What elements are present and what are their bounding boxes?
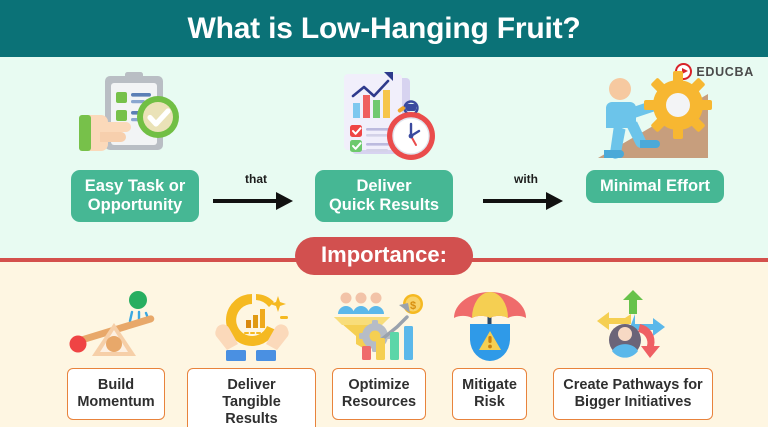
arrow-head-2: [546, 192, 563, 210]
brand-logo: EDUCBA: [675, 63, 754, 80]
clipboard-checklist-hand-icon: [75, 66, 195, 170]
importance-heading: Importance:: [295, 237, 473, 275]
importance-item-4-line2: Risk: [474, 394, 505, 410]
process-step-2-label: Deliver Quick Results: [314, 170, 454, 222]
svg-text:$: $: [410, 300, 416, 312]
person-pushing-gear-uphill-icon: [590, 66, 720, 170]
importance-item-1-line2: Momentum: [77, 394, 155, 410]
process-step-2: Deliver Quick Results: [308, 66, 460, 222]
importance-item-3: $ Optimize Resources: [328, 288, 430, 420]
person-multi-direction-arrows-icon: [585, 288, 681, 362]
importance-item-1-line1: Build: [97, 377, 135, 393]
connector-arrow-2: with: [483, 172, 569, 218]
importance-item-4: Mitigate Risk: [444, 288, 535, 420]
importance-item-4-label: Mitigate Risk: [452, 368, 527, 420]
importance-item-3-line1: Optimize: [348, 377, 410, 393]
importance-item-1-label: Build Momentum: [67, 368, 165, 420]
process-step-3-label: Minimal Effort: [586, 170, 724, 203]
process-step-1: Easy Task or Opportunity: [45, 66, 225, 222]
importance-item-4-line1: Mitigate: [462, 377, 517, 393]
page-title: What is Low-Hanging Fruit?: [187, 11, 581, 45]
process-step-3: Minimal Effort: [575, 66, 735, 203]
importance-item-3-label: Optimize Resources: [331, 368, 427, 420]
process-step-2-line1: Deliver: [356, 177, 412, 195]
process-step-1-label: Easy Task or Opportunity: [70, 170, 200, 222]
importance-item-2: Deliver Tangible Results: [187, 288, 316, 427]
connector-2-label: with: [514, 172, 538, 186]
importance-item-2-line2: Results: [225, 411, 278, 427]
importance-item-3-line2: Resources: [341, 394, 417, 410]
process-step-1-line2: Opportunity: [87, 196, 183, 214]
seesaw-balance-icon: [62, 288, 170, 362]
hands-holding-growth-chart-icon: [204, 288, 300, 362]
importance-item-5: Create Pathways for Bigger Initiatives: [552, 288, 714, 420]
header-bar: What is Low-Hanging Fruit?: [0, 0, 768, 57]
importance-item-5-line1: Create Pathways for: [563, 377, 703, 393]
importance-item-2-label: Deliver Tangible Results: [187, 368, 316, 427]
brand-name-label: EDUCBA: [696, 64, 754, 79]
umbrella-shield-warning-icon: [450, 288, 530, 362]
importance-item-2-line1: Deliver Tangible: [222, 377, 281, 410]
importance-item-5-label: Create Pathways for Bigger Initiatives: [553, 368, 713, 420]
process-step-3-line1: Minimal Effort: [600, 177, 710, 195]
connector-arrow-1: that: [213, 172, 299, 218]
process-step-1-line1: Easy Task or: [84, 177, 186, 195]
connector-1-label: that: [245, 172, 267, 186]
arrow-head-1: [276, 192, 293, 210]
process-step-2-line2: Quick Results: [328, 196, 440, 214]
importance-item-5-line2: Bigger Initiatives: [574, 394, 692, 410]
report-chart-stopwatch-icon: [326, 66, 442, 170]
right-arrow-icon: [213, 199, 279, 203]
right-arrow-icon: [483, 199, 549, 203]
importance-item-1: Build Momentum: [58, 288, 174, 420]
funnel-gear-bar-chart-icon: $: [328, 288, 430, 362]
